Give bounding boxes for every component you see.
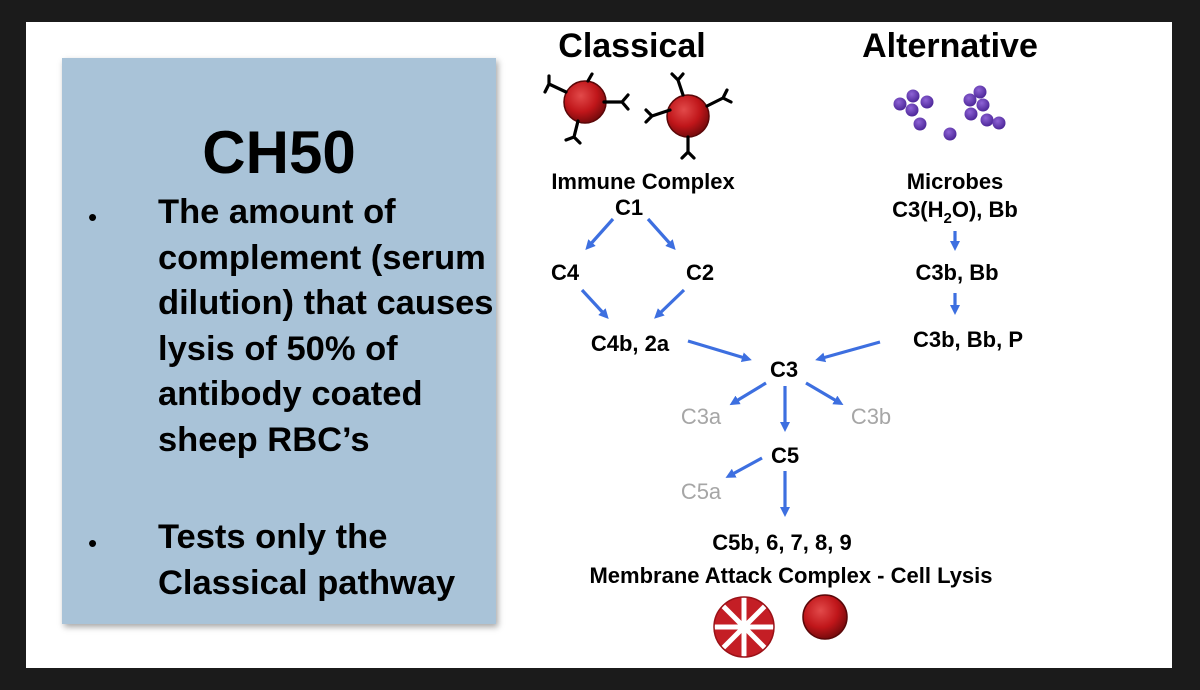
pathway-arrows: [580, 217, 960, 517]
microbes-icon: [893, 85, 1006, 141]
arrow-c3bbbp-c3: [815, 340, 881, 363]
label-c5a: C5a: [681, 479, 722, 504]
c3h2o-suffix: O), Bb: [952, 197, 1018, 222]
ch50-info-panel: CH50 • The amount of complement (serum d…: [62, 58, 496, 624]
arrow-c4b2a-c3: [687, 339, 752, 363]
bullet-text-definition: The amount of complement (serum dilution…: [158, 193, 494, 459]
arrow-c4-c4b2a: [580, 288, 609, 319]
label-c5b-9: C5b, 6, 7, 8, 9: [712, 530, 851, 555]
c3h2o-subscript: 2: [944, 210, 952, 227]
bullet-text-classical-only: Tests only the Classical pathway: [158, 518, 456, 602]
alternative-header: Alternative: [862, 27, 1038, 65]
arrow-c1-c2: [646, 217, 676, 250]
bullet-marker: •: [88, 528, 98, 558]
label-c3b-bb: C3b, Bb: [915, 260, 998, 285]
label-c3b: C3b: [851, 404, 891, 429]
red-blood-cell-icon: [802, 594, 848, 640]
slide: CH50 • The amount of complement (serum d…: [26, 22, 1172, 668]
label-microbes: Microbes: [907, 169, 1004, 194]
immune-complex-icon: [543, 72, 630, 145]
arrow-c2-c4b2a: [654, 288, 686, 319]
label-c1: C1: [615, 195, 643, 220]
label-immune-complex: Immune Complex: [551, 169, 735, 194]
classical-header: Classical: [558, 27, 705, 65]
label-c3: C3: [770, 357, 798, 382]
arrow-c1-c4: [585, 217, 615, 250]
bullet-marker: •: [88, 202, 98, 232]
label-mac: Membrane Attack Complex - Cell Lysis: [589, 563, 992, 588]
immune-complex-icon: [644, 72, 733, 160]
c3h2o-prefix: C3(H: [892, 197, 943, 222]
arrow-c5-c5a: [725, 456, 763, 478]
arrow-c3-c3a: [729, 381, 767, 406]
label-c3h2o-bb: C3(H2O), Bb: [892, 197, 1018, 227]
label-c4b-2a: C4b, 2a: [591, 331, 670, 356]
label-c4: C4: [551, 260, 580, 285]
label-c3b-bb-p: C3b, Bb, P: [913, 327, 1023, 352]
label-c2: C2: [686, 260, 714, 285]
lysed-cell-icon: [713, 596, 775, 658]
panel-title: CH50: [202, 119, 356, 186]
label-c3a: C3a: [681, 404, 722, 429]
arrow-c3-c3b: [805, 381, 844, 406]
label-c5: C5: [771, 443, 799, 468]
